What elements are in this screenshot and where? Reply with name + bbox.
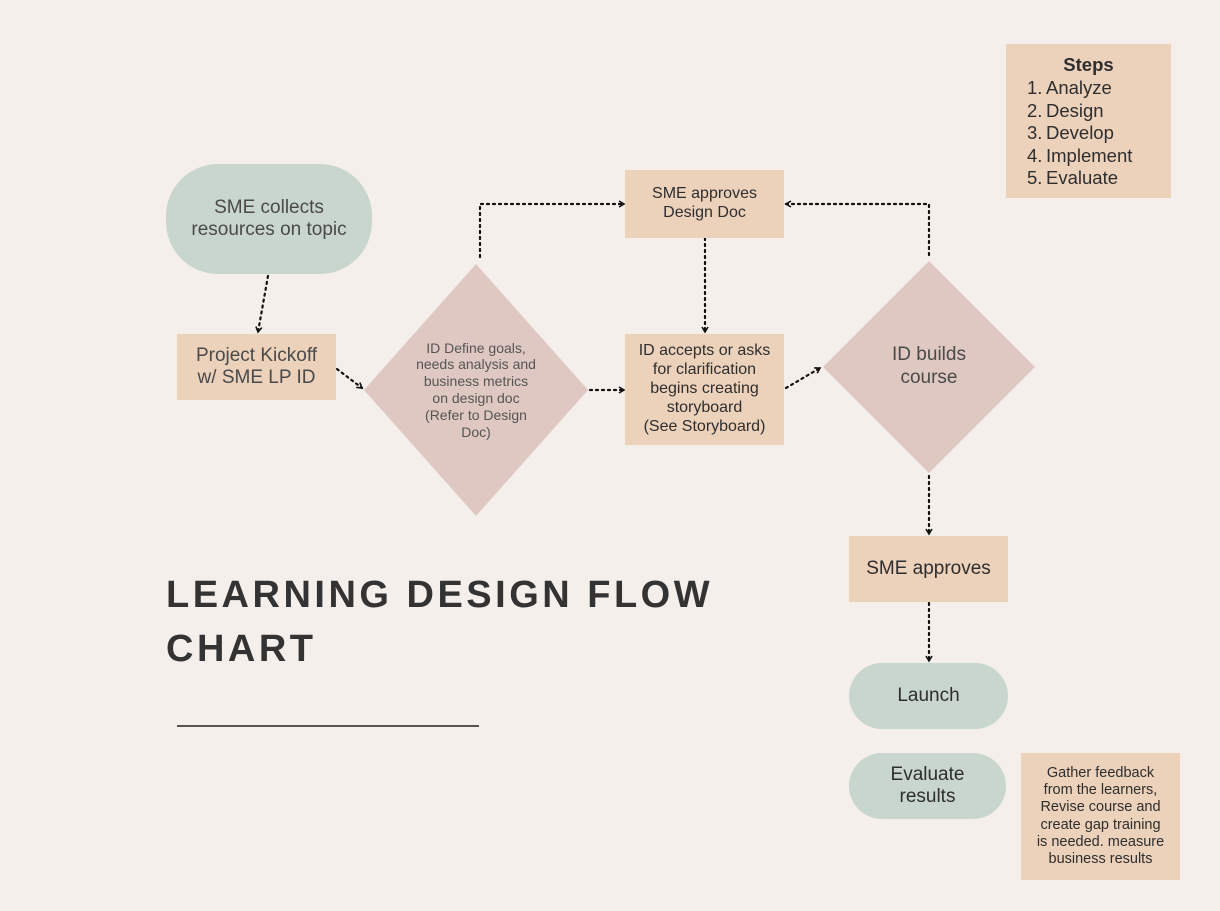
steps-list: Analyze Design Develop Implement Evaluat…: [1026, 77, 1171, 190]
id-define-goals-diamond: [364, 264, 588, 516]
id-accepts-node: ID accepts or asks for clarification beg…: [625, 334, 784, 445]
sme-collects-node: SME collects resources on topic: [166, 164, 372, 274]
id-builds-course-label: ID builds course: [892, 344, 966, 388]
launch-node: Launch: [849, 663, 1008, 729]
arrow-kickoff-to-define: [335, 367, 364, 390]
evaluate-results-node: Evaluate results: [849, 753, 1006, 819]
steps-item: Develop: [1027, 122, 1114, 144]
steps-item: Design: [1027, 99, 1104, 122]
id-define-goals-label: ID Define goals, needs analysis and busi…: [416, 339, 536, 440]
page-title: LEARNING DESIGN FLOW CHART: [166, 574, 714, 670]
arrow-accepts-to-builds: [784, 366, 822, 390]
id-builds-course-diamond: [823, 261, 1035, 473]
title-underline: [177, 725, 479, 727]
sme-approves-design-doc-node: SME approves Design Doc: [625, 170, 784, 238]
arrow-builds-to-approve-doc: [784, 200, 931, 257]
arrow-collect-to-kickoff: [255, 274, 270, 334]
sme-approves-node: SME approves: [849, 536, 1008, 602]
steps-item: Analyze: [1027, 77, 1112, 99]
steps-item: Implement: [1027, 144, 1133, 167]
steps-item: Evaluate: [1027, 167, 1118, 189]
project-kickoff-node: Project Kickoff w/ SME LP ID: [177, 334, 336, 400]
arrow-define-to-approve-doc: [478, 200, 626, 259]
steps-title: Steps: [1063, 54, 1114, 75]
steps-legend: Steps Analyze Design Develop Implement E…: [1006, 44, 1171, 198]
gather-feedback-note: Gather feedback from the learners, Revis…: [1021, 753, 1180, 880]
